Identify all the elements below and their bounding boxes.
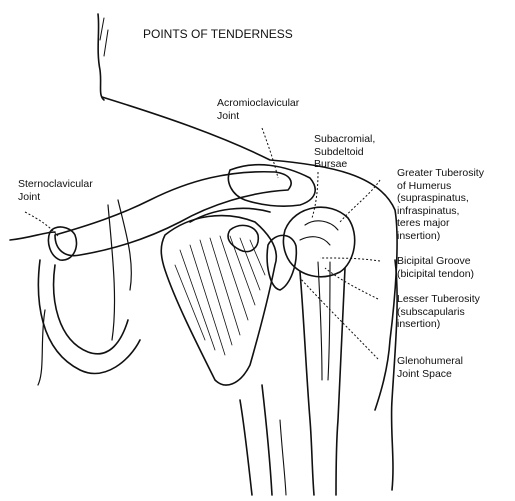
label-sternoclavicular: Sternoclavicular Joint [18,178,93,203]
label-lesser-tuberosity: Lesser Tuberosity (subscapularis inserti… [397,293,480,331]
tendon-1 [300,237,330,245]
torso-line-2 [262,385,272,495]
neck-outline-2 [100,18,108,56]
leader-lesser-tuberosity [325,268,378,299]
label-glenohumeral: Glenohumeral Joint Space [397,355,463,380]
leader-subacromial [312,172,318,218]
label-bicipital-groove: Bicipital Groove (bicipital tendon) [397,255,474,280]
humerus-inner [328,262,330,380]
label-acromioclavicular: Acromioclavicular Joint [217,97,299,122]
diagram-title: POINTS OF TENDERNESS [143,27,293,41]
tendon-2 [305,221,338,230]
scapula-hatching [175,236,265,355]
label-subacromial: Subacromial, Subdeltoid Bursae [314,133,375,171]
torso-line-1 [240,400,252,495]
humerus-shaft-right [336,268,345,495]
leader-glenohumeral [300,278,378,359]
rib-6 [108,205,115,340]
neck-outline [98,14,104,100]
humerus-shaft-left [300,272,314,495]
label-greater-tuberosity: Greater Tuberosity of Humerus (supraspin… [397,167,484,242]
glenoid [267,235,296,290]
acromion [228,165,315,206]
leader-acromioclavicular [262,128,278,178]
rib-4 [38,310,45,385]
bicipital-groove-line [318,262,322,380]
torso-line-3 [280,420,286,495]
rib-3 [54,265,128,354]
